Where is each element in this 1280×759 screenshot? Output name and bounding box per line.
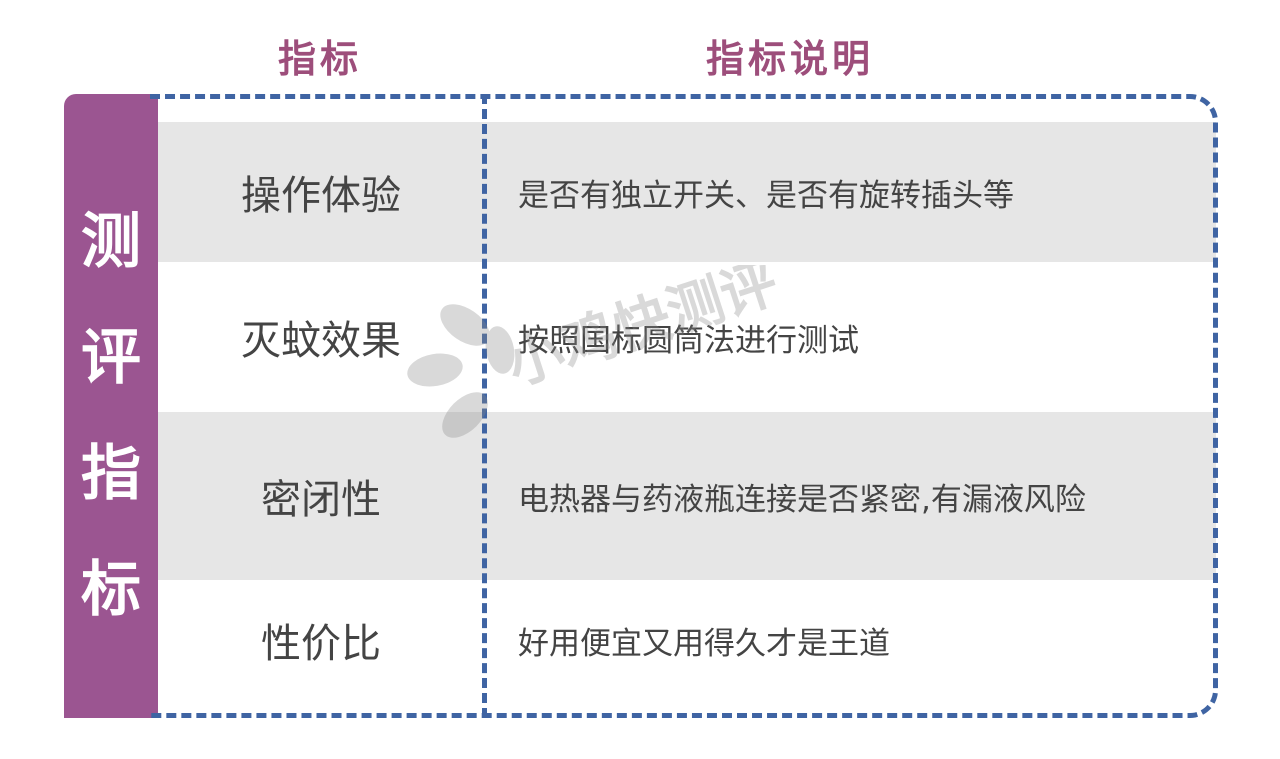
table-row: 性价比 好用便宜又用得久才是王道 — [158, 580, 1216, 700]
indicator-name: 密闭性 — [261, 477, 381, 523]
indicator-name: 操作体验 — [241, 173, 401, 219]
table-row: 密闭性 电热器与药液瓶连接是否紧密,有漏液风险 — [158, 412, 1216, 580]
side-label-bar: 测 评 指 标 — [64, 94, 158, 718]
table-row: 灭蚊效果 按照国标圆筒法进行测试 — [158, 262, 1216, 412]
indicator-description: 电热器与药液瓶连接是否紧密,有漏液风险 — [518, 481, 1086, 518]
indicator-column-header: 指标 — [277, 37, 362, 81]
indicator-description: 好用便宜又用得久才是王道 — [518, 625, 890, 662]
indicator-description: 按照国标圆筒法进行测试 — [518, 322, 859, 359]
side-label-char: 评 — [81, 323, 141, 393]
side-label-char: 测 — [81, 207, 141, 277]
table-row: 操作体验 是否有独立开关、是否有旋转插头等 — [158, 122, 1216, 262]
indicator-name: 灭蚊效果 — [241, 318, 401, 364]
side-label-char: 标 — [81, 555, 141, 625]
description-column-header: 指标说明 — [705, 37, 874, 81]
indicator-name: 性价比 — [261, 621, 381, 667]
side-label-char: 指 — [81, 439, 141, 509]
indicator-description: 是否有独立开关、是否有旋转插头等 — [518, 177, 1014, 214]
